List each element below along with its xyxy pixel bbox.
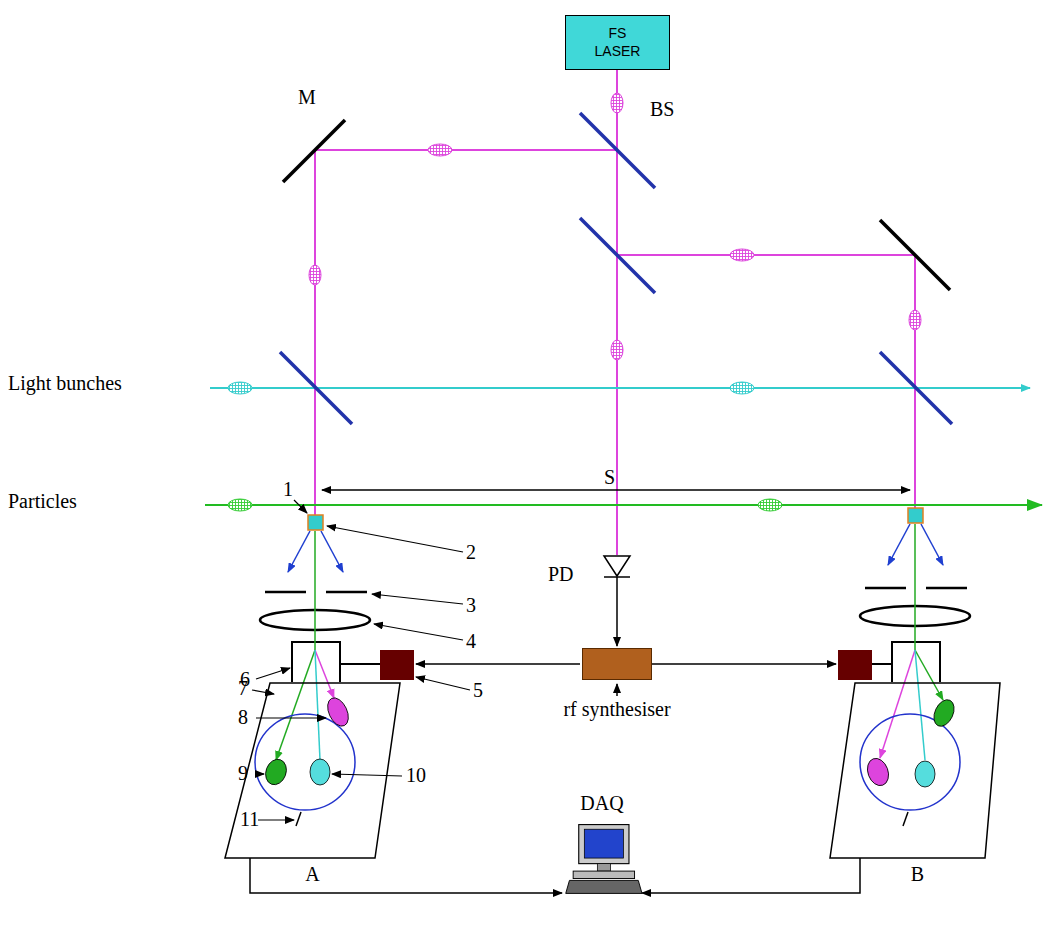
screen-label: B: [830, 863, 1005, 885]
detector-image: [255, 695, 960, 826]
device-box: FS LASER: [565, 15, 670, 70]
beam-label: Light bunches: [8, 372, 122, 394]
data-link: [642, 858, 860, 893]
distance-label: S: [604, 466, 615, 488]
deflector: [292, 642, 940, 682]
callout-number: 4: [466, 630, 476, 652]
callout-number: PD: [548, 563, 574, 585]
device-box: rf synthesiser: [563, 648, 670, 721]
rf-driver: [380, 650, 414, 680]
crystal: [908, 508, 923, 523]
crystal: [308, 515, 323, 530]
mirror-label: M: [298, 86, 316, 108]
leader-lines: [252, 500, 470, 820]
splitter-label: BS: [650, 98, 674, 120]
detector-screen: A: [225, 683, 400, 858]
computer-label: DAQ: [580, 792, 623, 814]
photodiode: [416, 556, 836, 696]
device-label: rf synthesiser: [563, 698, 670, 721]
data-link: [250, 858, 562, 893]
callout-number: 9: [238, 762, 248, 784]
callout-number: 11: [240, 808, 259, 830]
laser-beam: [315, 70, 915, 555]
screen-outline: [830, 683, 1005, 858]
distance-arrow: [322, 489, 910, 491]
computer-icon: [562, 820, 642, 898]
deflected-rays: [276, 524, 943, 760]
callout-number: 5: [473, 679, 483, 701]
device-label: FS LASER: [592, 25, 644, 60]
computer: DAQ: [562, 792, 642, 898]
bunches: [228, 93, 921, 511]
screen-label: A: [225, 863, 400, 885]
screen-outline: [225, 683, 400, 858]
optics: [280, 113, 952, 424]
rf-driver: [838, 650, 872, 680]
callout-number: 10: [406, 764, 426, 786]
light-beam: [210, 387, 1030, 389]
callout-number: 7: [238, 677, 248, 699]
particle-beam: [205, 504, 1042, 506]
detector-screen: B: [830, 683, 1005, 858]
callout-number: 2: [466, 541, 476, 563]
beam-label: Particles: [8, 490, 77, 512]
slit: [265, 588, 967, 592]
callout-number: 1: [283, 478, 293, 500]
rf-synthesiser-box: [582, 648, 652, 680]
callout-number: 3: [466, 594, 476, 616]
callout-number: 8: [238, 706, 248, 728]
